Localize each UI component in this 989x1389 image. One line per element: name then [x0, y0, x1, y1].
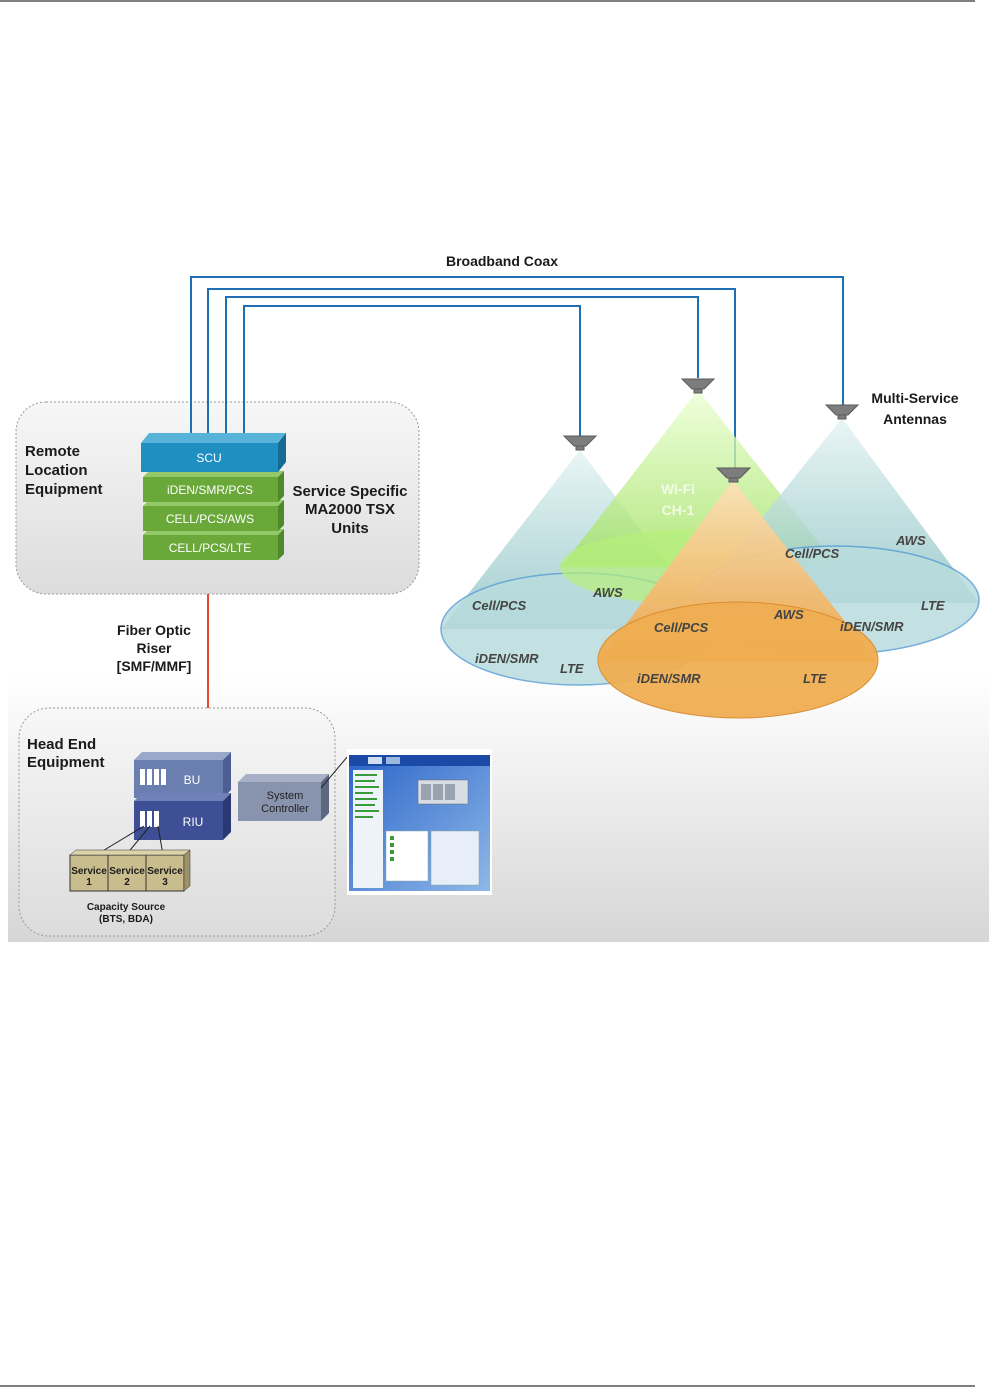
service-1-num: 1 — [86, 877, 92, 888]
service-boxes — [69, 849, 191, 892]
tsx-label-lte: CELL/PCS/LTE — [169, 541, 251, 555]
remote-title-line3: Equipment — [25, 481, 103, 498]
monitoring-screenshot — [347, 749, 492, 895]
left-iden-smr: iDEN/SMR — [475, 651, 539, 666]
tsx-unit-cell-pcs-aws — [143, 506, 278, 531]
service-3-name: Service — [147, 866, 183, 877]
antennas-label-line1: Multi-Service — [871, 390, 958, 406]
antenna-icon — [824, 404, 860, 416]
bu-label: BU — [184, 773, 201, 787]
tsx-unit-cell-pcs-lte — [143, 535, 278, 560]
right-lte: LTE — [921, 598, 945, 613]
antennas-label-line2: Antennas — [883, 411, 947, 427]
remote-title-line2: Location — [25, 462, 88, 479]
top-rule — [0, 0, 975, 2]
service-1-name: Service — [71, 866, 107, 877]
service-3-num: 3 — [162, 877, 168, 888]
head-end-title-line2: Equipment — [27, 754, 105, 771]
das-architecture-diagram: Remote Location Equipment SCU iDEN/SMR/P… — [8, 240, 989, 942]
head-end-title-line1: Head End — [27, 736, 96, 753]
riu-unit — [134, 793, 231, 840]
service-specific-line2: MA2000 TSX — [305, 501, 395, 518]
system-controller-unit — [238, 774, 329, 821]
tsx-label-iden: iDEN/SMR/PCS — [167, 483, 253, 497]
fiber-label-line1: Fiber Optic — [117, 622, 191, 638]
right-iden-smr: iDEN/SMR — [840, 619, 904, 634]
antenna-icon — [562, 435, 598, 447]
broadband-coax-lines — [190, 276, 844, 468]
capacity-source-line2: (BTS, BDA) — [99, 914, 153, 925]
left-lte: LTE — [560, 661, 584, 676]
capacity-source-line1: Capacity Source — [87, 902, 166, 913]
remote-title-line1: Remote — [25, 443, 80, 460]
cone-orange — [597, 480, 879, 719]
antenna-icon — [715, 467, 752, 479]
orange-iden-smr: iDEN/SMR — [637, 671, 701, 686]
antenna-icon — [680, 378, 716, 390]
fiber-label-line2: Riser — [136, 640, 172, 656]
antenna-icons — [562, 378, 860, 483]
orange-cell-pcs: Cell/PCS — [654, 620, 709, 635]
service-2-num: 2 — [124, 877, 130, 888]
orange-lte: LTE — [803, 671, 827, 686]
service-specific-line3: Units — [331, 520, 369, 537]
left-aws: AWS — [592, 585, 623, 600]
bu-unit — [134, 752, 231, 798]
right-aws: AWS — [895, 533, 926, 548]
scu-unit — [141, 443, 278, 472]
system-controller-line2: Controller — [261, 803, 309, 815]
service-specific-line1: Service Specific — [292, 483, 407, 500]
right-cell-pcs: Cell/PCS — [785, 546, 840, 561]
tsx-unit-iden-smr-pcs — [143, 477, 278, 502]
service-2-name: Service — [109, 866, 145, 877]
coverage-cones — [440, 390, 980, 719]
bottom-rule — [0, 1385, 975, 1387]
controller-link — [320, 755, 349, 789]
orange-aws: AWS — [773, 607, 804, 622]
riu-label: RIU — [183, 815, 204, 829]
tsx-unit-stack — [141, 433, 286, 560]
fiber-label-line3: [SMF/MMF] — [117, 658, 192, 674]
system-controller-line1: System — [267, 790, 304, 802]
broadband-coax-label: Broadband Coax — [446, 253, 558, 269]
left-cell-pcs: Cell/PCS — [472, 598, 527, 613]
tsx-label-aws: CELL/PCS/AWS — [166, 512, 254, 526]
wifi-label-line1: Wi-Fi — [661, 481, 695, 497]
wifi-label-line2: CH-1 — [662, 502, 695, 518]
scu-label: SCU — [196, 451, 221, 465]
